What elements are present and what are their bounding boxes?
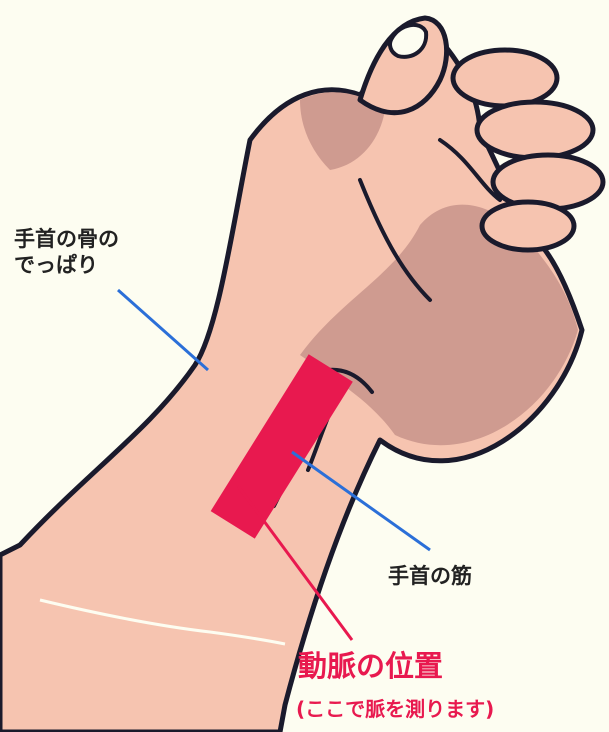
finger-2 [477,102,593,158]
artery-position-label: 動脈の位置 [298,648,443,684]
finger-4 [482,202,574,250]
wrist-tendon-label: 手首の筋 [388,563,472,589]
wrist-bone-label: 手首の骨の でっぱり [14,226,119,279]
pointer-wrist-bone [118,290,208,370]
wrist-bone-label-line2: でっぱり [14,252,119,278]
artery-note-label: (ここで脈を測ります) [296,697,494,722]
wrist-bone-label-line1: 手首の骨の [14,226,119,252]
finger-3 [493,155,603,209]
finger-1 [453,50,557,106]
